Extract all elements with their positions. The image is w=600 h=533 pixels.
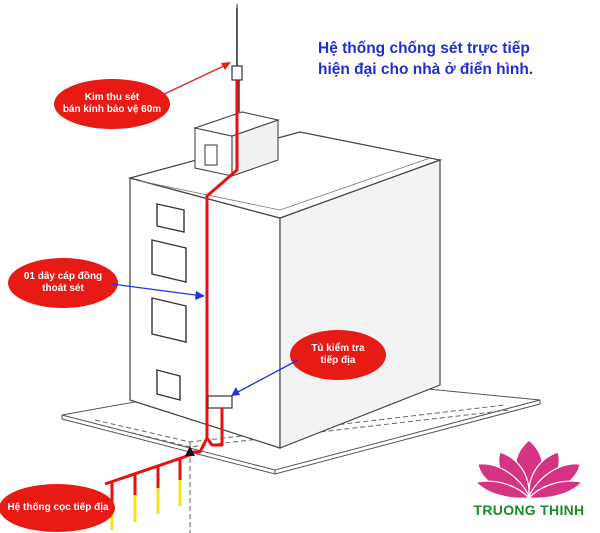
leader-arrows xyxy=(111,63,299,395)
lightning-rod-label: Kim thu sét bán kính bảo vệ 60m xyxy=(62,92,162,115)
lightning-rod xyxy=(231,4,243,112)
lotus-logo-icon xyxy=(474,439,584,499)
brand-name: TRUONG THINH xyxy=(473,502,585,518)
callout-lightning-rod-bubble xyxy=(54,79,170,129)
test-box-icon xyxy=(207,395,233,428)
title-line-1: Hệ thống chống sét trực tiếp xyxy=(318,40,530,57)
ground-rods xyxy=(104,453,191,530)
test-box-label: Tủ kiểm tra tiếp địa xyxy=(311,343,365,366)
ground-rods-label: Hệ thống cọc tiếp địa xyxy=(7,502,109,513)
callout-ground-rods-bubble xyxy=(0,484,115,532)
down-conductor xyxy=(190,80,239,454)
building-windows xyxy=(151,203,187,401)
building xyxy=(127,131,443,449)
callout-down-conductor-bubble xyxy=(8,258,118,308)
diagram-title: Hệ thống chống sét trực tiếp hiện đại ch… xyxy=(318,38,588,80)
down-conductor-label: 01 dây cáp đồng thoát sét xyxy=(23,271,103,294)
callout-test-box-bubble xyxy=(290,330,386,380)
leader-arrowheads xyxy=(195,62,240,396)
ground-entry-arrow xyxy=(185,446,195,456)
title-line-2: hiện đại cho nhà ở điển hình. xyxy=(318,61,534,78)
